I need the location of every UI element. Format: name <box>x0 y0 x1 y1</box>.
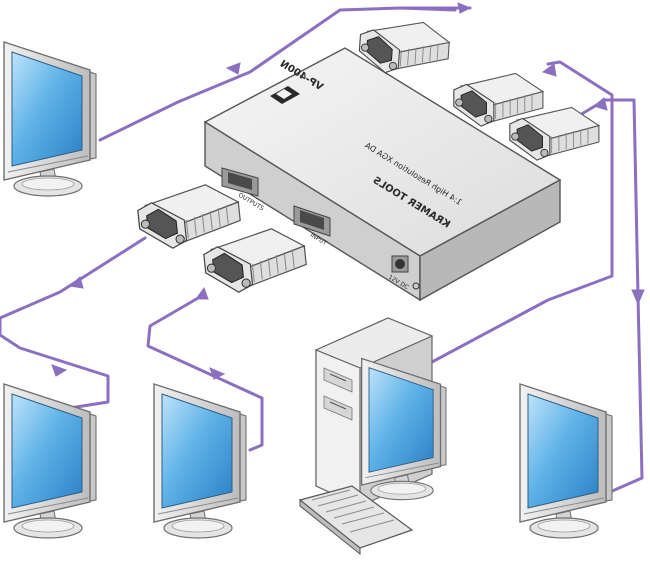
arrow-right-plug-2 <box>592 97 608 111</box>
monitor-bottom-right <box>519 383 613 539</box>
plug-out-b <box>201 224 309 297</box>
arrow-left-monitor <box>51 364 68 377</box>
arrow-mid-out <box>195 286 209 300</box>
cable-pc-to-right-plugs <box>430 60 614 364</box>
output-port-a <box>221 167 259 197</box>
monitor-top-left <box>3 41 97 197</box>
plug-out-a <box>135 180 243 253</box>
monitor-bottom-mid <box>153 383 247 539</box>
kramer-k-logo-icon <box>270 86 300 104</box>
cable-out-a-to-left-monitor <box>0 236 147 410</box>
cable-arrows <box>51 2 645 380</box>
arrow-top-left <box>225 62 241 75</box>
arrow-top-right <box>457 2 472 14</box>
arrow-right-down <box>631 289 645 306</box>
monitor-pc <box>361 357 447 501</box>
output-port-b <box>293 205 331 237</box>
keyboard <box>298 485 414 556</box>
arrow-left-out <box>68 276 84 289</box>
power-jack <box>391 255 420 290</box>
plug-right-2 <box>509 106 600 161</box>
cable-out-b-to-mid-monitor <box>146 292 264 452</box>
arrow-right-plug-1 <box>541 63 557 77</box>
vp-400n-device: VP-400N KRAMER TOOLS 1:4 High Resolution… <box>203 47 562 302</box>
arrow-mid-monitor <box>209 367 226 380</box>
